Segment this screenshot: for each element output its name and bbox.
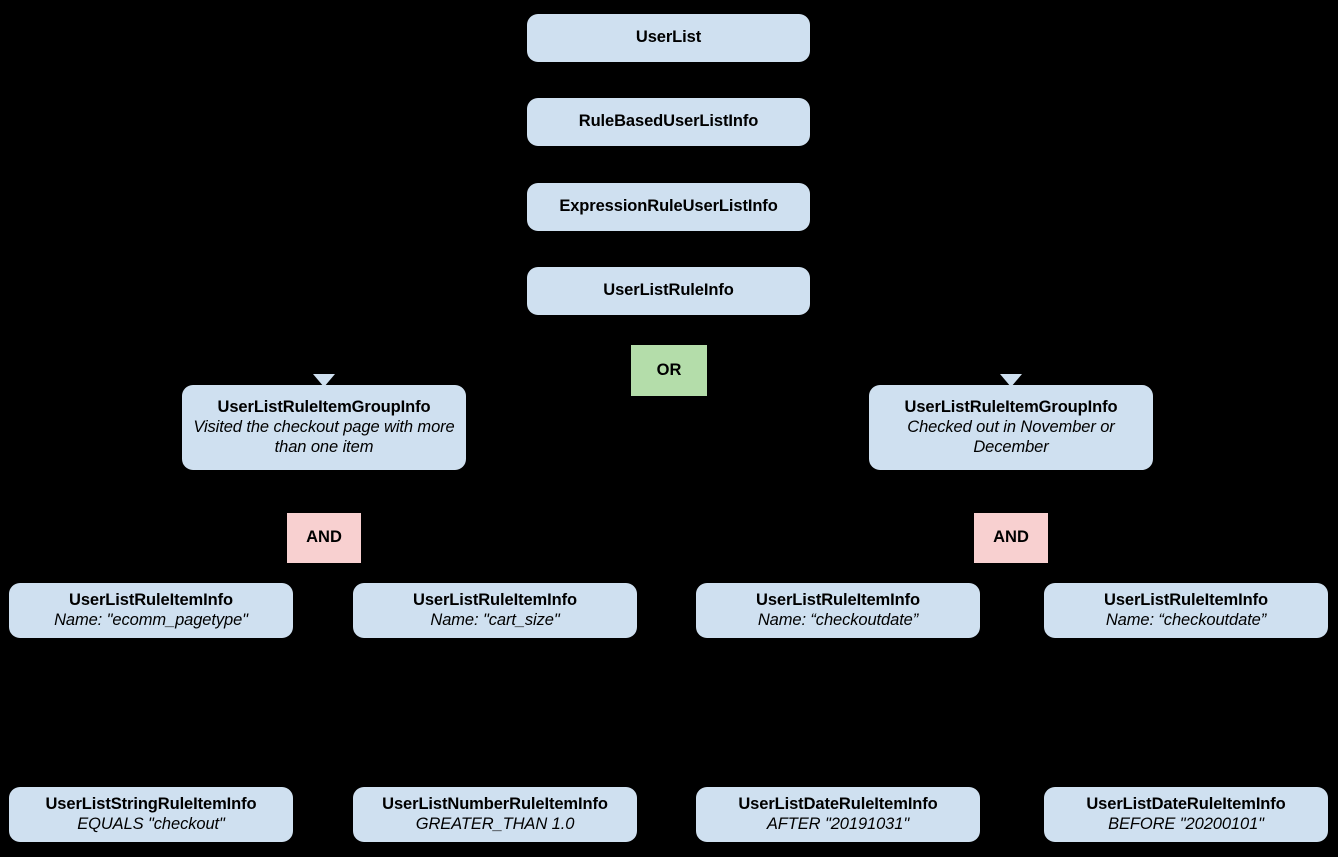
node-group-left-description: Visited the checkout page with more than… [193,418,455,456]
node-group-left[interactable]: UserListRuleItemGroupInfo Visited the ch… [182,385,466,470]
node-item-checkoutdate-after-title: UserListRuleItemInfo [756,590,920,609]
node-and-operator-right[interactable]: AND [974,513,1048,563]
node-user-list[interactable]: UserList [527,14,810,62]
node-user-list-title: UserList [635,28,702,47]
node-item-pagetype-title: UserListRuleItemInfo [69,590,233,609]
edge-or-to-group-left [323,370,633,387]
node-number-rule-item[interactable]: UserListNumberRuleItemInfo GREATER_THAN … [353,787,637,842]
node-date-rule-item-before-condition: BEFORE "20200101" [1108,815,1264,833]
node-group-right-title: UserListRuleItemGroupInfo [904,397,1118,416]
node-item-checkoutdate-before-title: UserListRuleItemInfo [1104,590,1268,609]
node-user-list-rule-info[interactable]: UserListRuleInfo [527,267,810,315]
arrowhead-group-right [1000,374,1022,387]
node-item-cart-size[interactable]: UserListRuleItemInfo Name: "cart_size" [353,583,637,638]
node-rule-based-user-list-info[interactable]: RuleBasedUserListInfo [527,98,810,146]
node-date-rule-item-before[interactable]: UserListDateRuleItemInfo BEFORE "2020010… [1044,787,1328,842]
node-date-rule-item-before-title: UserListDateRuleItemInfo [1086,794,1286,813]
node-string-rule-item[interactable]: UserListStringRuleItemInfo EQUALS "check… [9,787,293,842]
node-expression-rule-user-list-info-title: ExpressionRuleUserListInfo [559,197,778,216]
node-item-checkoutdate-after-name: Name: “checkoutdate” [757,611,919,629]
node-and-operator-right-label: AND [993,528,1029,547]
node-expression-rule-user-list-info[interactable]: ExpressionRuleUserListInfo [527,183,810,231]
node-rule-based-user-list-info-title: RuleBasedUserListInfo [578,112,759,131]
node-group-right-description: Checked out in November or December [907,418,1115,456]
node-group-left-title: UserListRuleItemGroupInfo [217,397,431,416]
node-group-right[interactable]: UserListRuleItemGroupInfo Checked out in… [869,385,1153,470]
arrowhead-group-left [313,374,335,387]
edge-or-to-group-right [705,370,1012,387]
node-and-operator-left[interactable]: AND [287,513,361,563]
node-or-operator[interactable]: OR [631,345,707,396]
edge-and-left-to-item-pagetype [150,562,301,584]
node-item-checkoutdate-before[interactable]: UserListRuleItemInfo Name: “checkoutdate… [1044,583,1328,638]
node-item-pagetype[interactable]: UserListRuleItemInfo Name: "ecomm_pagety… [9,583,293,638]
node-date-rule-item-after-title: UserListDateRuleItemInfo [738,794,938,813]
node-number-rule-item-title: UserListNumberRuleItemInfo [382,794,608,813]
node-item-cart-size-title: UserListRuleItemInfo [413,590,577,609]
node-user-list-rule-info-title: UserListRuleInfo [603,281,734,300]
node-number-rule-item-condition: GREATER_THAN 1.0 [415,815,575,833]
node-item-checkoutdate-after[interactable]: UserListRuleItemInfo Name: “checkoutdate… [696,583,980,638]
node-or-operator-label: OR [656,360,682,379]
node-and-operator-left-label: AND [306,528,342,547]
node-item-pagetype-name: Name: "ecomm_pagetype" [54,611,248,629]
node-item-cart-size-name: Name: "cart_size" [430,611,560,629]
node-item-checkoutdate-before-name: Name: “checkoutdate” [1105,611,1267,629]
node-date-rule-item-after[interactable]: UserListDateRuleItemInfo AFTER "20191031… [696,787,980,842]
edge-and-left-to-item-cartsize [347,562,496,584]
node-string-rule-item-title: UserListStringRuleItemInfo [45,794,257,813]
node-date-rule-item-after-condition: AFTER "20191031" [766,815,910,833]
edge-and-right-to-item-after [837,562,988,584]
node-string-rule-item-condition: EQUALS "checkout" [77,815,225,833]
edge-and-right-to-item-before [1034,562,1187,584]
